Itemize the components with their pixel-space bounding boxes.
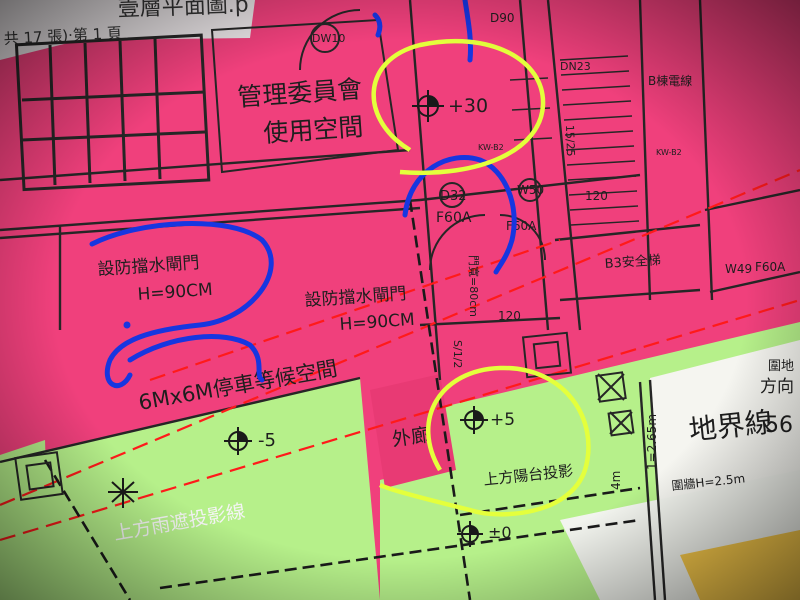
- elevation-zero: ±0: [488, 523, 512, 542]
- door-tag-dn23: DN23: [560, 60, 591, 73]
- door-tag-w49: W49: [725, 262, 752, 276]
- stair-width-dim: 120: [498, 309, 521, 323]
- power-wire-label: B棟電線: [648, 73, 692, 88]
- blue-markup-dot: [123, 321, 131, 329]
- door-tag-f60a-2: F60A: [506, 219, 537, 233]
- elevation-plus30: +30: [448, 95, 488, 117]
- stair-run-dim: 120: [585, 189, 608, 203]
- stair-step-dim: 15/25: [563, 125, 577, 157]
- vertical-note-1: 門寬=80cm: [467, 255, 481, 317]
- vertical-note-2: S/1/2: [451, 340, 464, 368]
- door-tag-dw10: DW10: [312, 32, 345, 45]
- door-tag-d90: D90: [490, 11, 515, 25]
- elevation-minus5: -5: [258, 430, 276, 451]
- door-tag-w50: W50: [517, 183, 544, 197]
- tag-kw-b: KW-B2: [656, 148, 682, 157]
- door-tag-d32: D32: [440, 189, 467, 204]
- door-tag-f60a-1: F60A: [436, 210, 472, 226]
- side-dimension-2: 4m: [609, 471, 623, 490]
- tag-kw-a: KW-B2: [478, 143, 504, 152]
- side-dimension-1: 1=2.65m: [645, 414, 659, 470]
- right-edge-ring: 圍地: [768, 359, 794, 374]
- right-edge-number: 56: [765, 413, 793, 438]
- door-tag-f60a-3: F60A: [755, 260, 786, 274]
- elevation-plus5: +5: [490, 410, 515, 430]
- right-edge-word: 方向: [760, 377, 794, 397]
